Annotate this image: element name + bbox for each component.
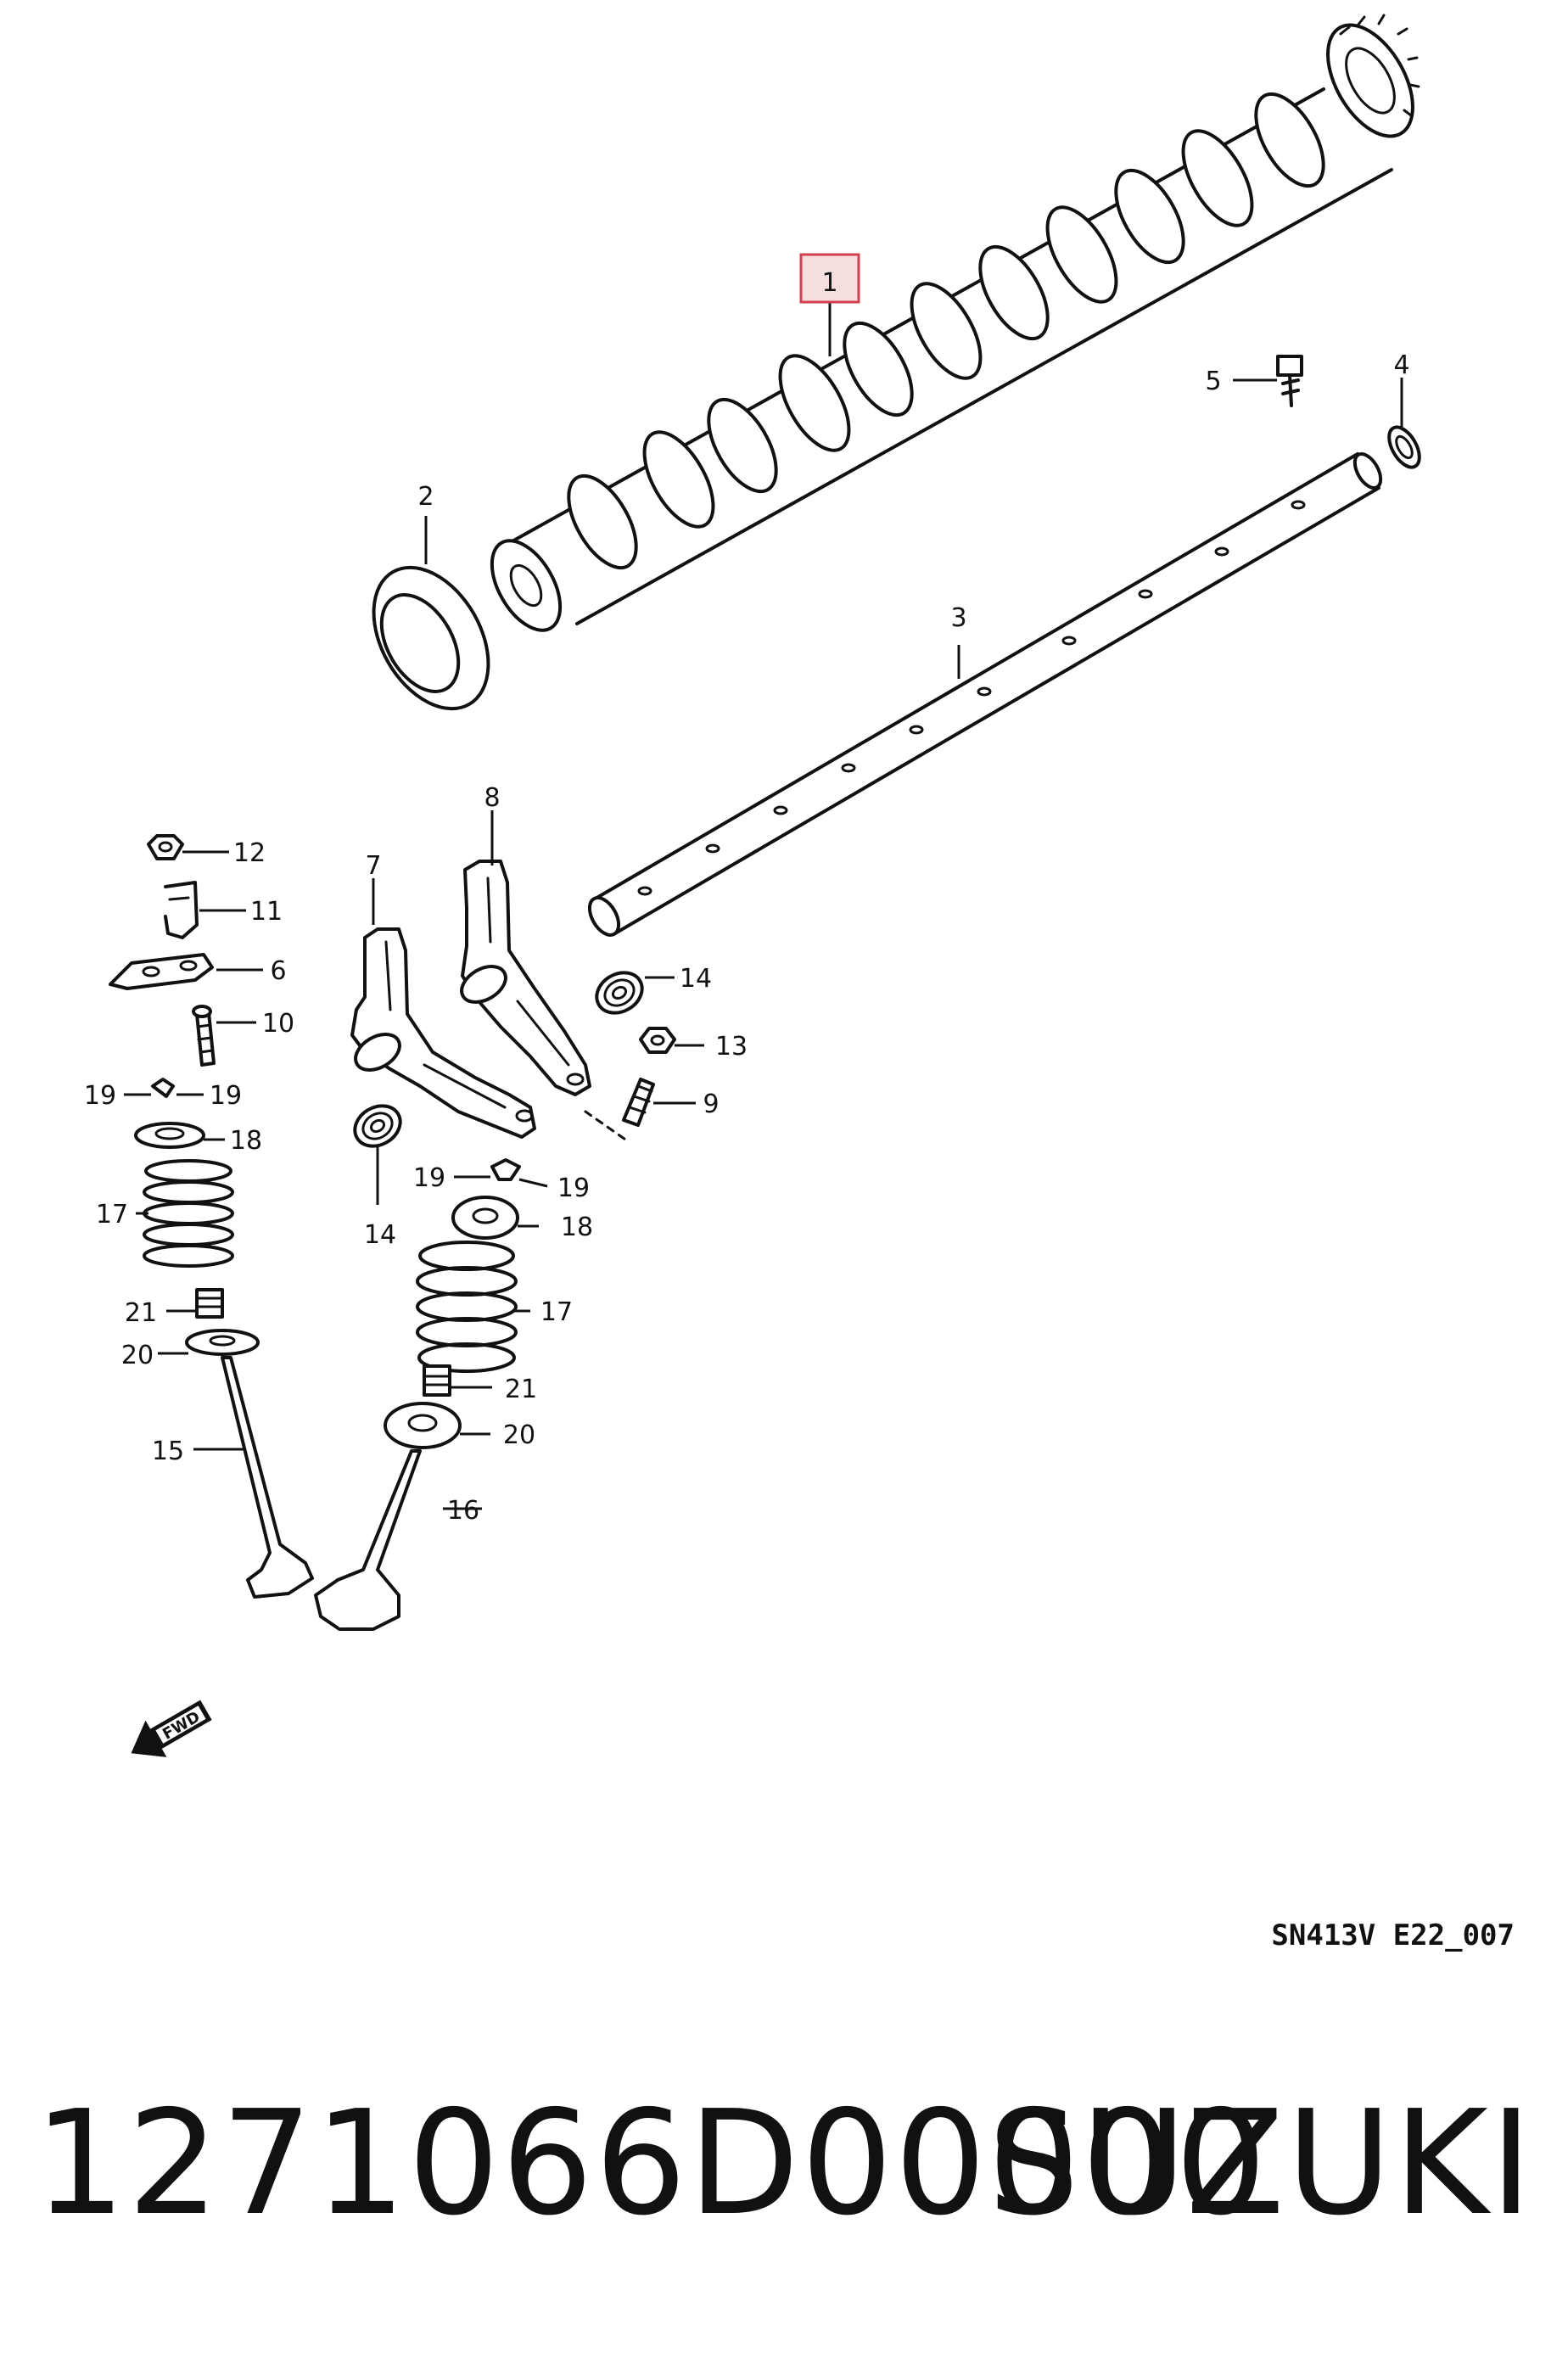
highlight-box: [799, 253, 860, 304]
o-ring[interactable]: [1383, 422, 1425, 472]
callout-8[interactable]: 8: [484, 783, 500, 813]
valve-stem-seal[interactable]: [423, 1364, 451, 1397]
exhaust-valve[interactable]: [314, 1449, 422, 1631]
callout-2[interactable]: 2: [417, 482, 434, 512]
callout-17[interactable]: 17: [540, 1297, 573, 1327]
callout-12[interactable]: 12: [233, 838, 266, 868]
callout-3[interactable]: 3: [950, 603, 966, 633]
callout-21[interactable]: 21: [505, 1375, 537, 1404]
exploded-view-drawing: 1 2 3 4 5 6 7 8 9 10 11 12 13 14 14 15 1…: [84, 11, 1515, 1952]
shaft-bolt[interactable]: [1276, 355, 1303, 407]
callout-17[interactable]: 17: [96, 1200, 128, 1230]
callout-10[interactable]: 10: [262, 1009, 294, 1039]
callout-4[interactable]: 4: [1393, 350, 1409, 380]
diagram-reference-code: SN413V E22_007: [1271, 1918, 1515, 1952]
callout-20[interactable]: 20: [503, 1420, 535, 1450]
fwd-arrow-icon: FWD: [131, 1700, 212, 1757]
intake-valve[interactable]: [221, 1356, 314, 1599]
lock-nut[interactable]: [147, 834, 184, 860]
leader-lines: [124, 301, 1403, 1510]
callout-14[interactable]: 14: [680, 964, 712, 994]
rocker-arm-shaft[interactable]: [584, 450, 1386, 940]
lock-nut[interactable]: [639, 1027, 676, 1054]
callout-19[interactable]: 19: [210, 1081, 242, 1111]
valve-stem-seal[interactable]: [195, 1288, 224, 1319]
valve-retainer[interactable]: [134, 1122, 205, 1149]
callout-19[interactable]: 19: [84, 1081, 116, 1111]
valve-retainer[interactable]: [451, 1196, 519, 1240]
valve-spring[interactable]: [143, 1159, 234, 1268]
callout-1[interactable]: 1: [821, 268, 837, 298]
spring-clip[interactable]: [164, 881, 199, 939]
callout-20[interactable]: 20: [121, 1341, 154, 1370]
adjusting-screw[interactable]: [622, 1078, 655, 1127]
callout-18[interactable]: 18: [561, 1213, 593, 1242]
rocker-arm-exhaust[interactable]: [350, 927, 536, 1139]
valve-cotter[interactable]: [151, 1078, 175, 1098]
callout-6[interactable]: 6: [270, 956, 286, 986]
valve-spring-seat[interactable]: [185, 1329, 260, 1356]
adjusting-plate[interactable]: [109, 953, 214, 990]
callout-19[interactable]: 19: [557, 1173, 590, 1203]
callout-11[interactable]: 11: [250, 897, 283, 927]
callout-labels: 1 2 3 4 5 6 7 8 9 10 11 12 13 14 14 15 1…: [84, 268, 1410, 1526]
part-number: 1271066D00000: [34, 2080, 1268, 2248]
callout-16[interactable]: 16: [447, 1496, 479, 1526]
parts-diagram: 1 2 3 4 5 6 7 8 9 10 11 12 13 14 14 15 1…: [83, 11, 1515, 1952]
brand-name: SUZUKI: [988, 2080, 1534, 2248]
callout-18[interactable]: 18: [230, 1126, 262, 1156]
part-info-footer: 1271066D00000 SUZUKI: [0, 2062, 1568, 2283]
callout-21[interactable]: 21: [125, 1298, 157, 1328]
camshaft[interactable]: [478, 11, 1430, 642]
callout-19[interactable]: 19: [413, 1163, 445, 1193]
callout-15[interactable]: 15: [152, 1437, 184, 1466]
adjusting-screw[interactable]: [192, 1005, 216, 1067]
oil-seal[interactable]: [350, 547, 512, 729]
rocker-arm-intake[interactable]: [456, 860, 630, 1143]
rocker-spring[interactable]: [590, 965, 649, 1021]
callout-14[interactable]: 14: [364, 1220, 396, 1250]
callout-5[interactable]: 5: [1205, 367, 1221, 396]
callout-9[interactable]: 9: [703, 1089, 719, 1119]
callout-13[interactable]: 13: [715, 1032, 748, 1061]
valve-spring-seat[interactable]: [384, 1402, 462, 1449]
rocker-spring[interactable]: [348, 1098, 407, 1154]
valve-spring[interactable]: [416, 1241, 518, 1373]
valve-cotter[interactable]: [490, 1158, 521, 1181]
callout-7[interactable]: 7: [365, 851, 381, 881]
